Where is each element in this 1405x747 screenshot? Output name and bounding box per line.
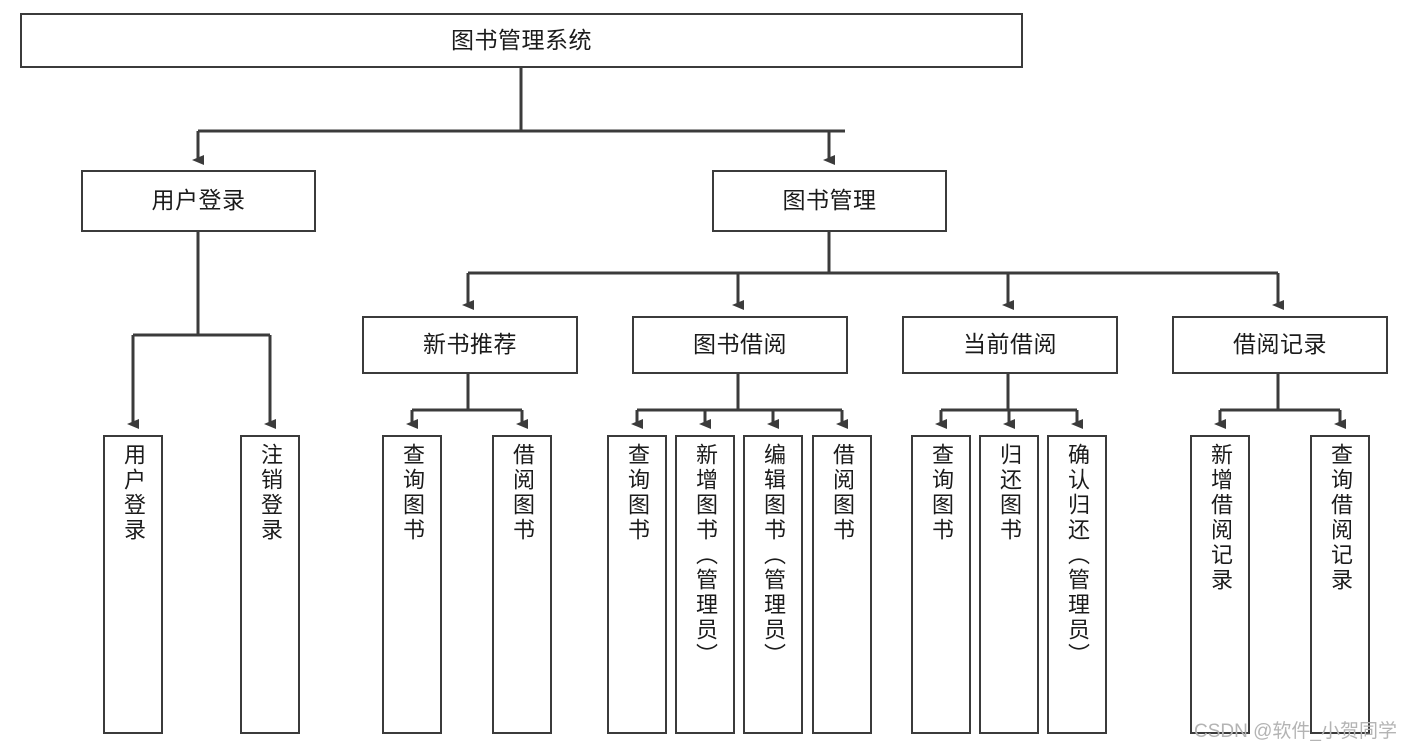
node-label: 新增图书（管理员） (693, 443, 718, 668)
node-user-login[interactable]: 用户登录 (81, 170, 316, 232)
node-current-borrow[interactable]: 当前借阅 (902, 316, 1118, 374)
node-label: 借阅图书 (830, 443, 855, 543)
leaf-record-add-record[interactable]: 新增借阅记录 (1190, 435, 1250, 734)
node-book-borrow[interactable]: 图书借阅 (632, 316, 848, 374)
leaf-recommend-query-book[interactable]: 查询图书 (382, 435, 442, 734)
node-label: 图书管理 (782, 187, 877, 214)
leaf-borrow-add-book-admin[interactable]: 新增图书（管理员） (675, 435, 735, 734)
node-label: 当前借阅 (963, 331, 1057, 358)
node-label: 查询借阅记录 (1328, 443, 1353, 593)
node-label: 编辑图书（管理员） (761, 443, 786, 668)
csdn-watermark: CSDN @软件_小贺同学 (1194, 721, 1397, 742)
node-label: 借阅图书 (510, 443, 535, 543)
node-label: 注销登录 (258, 443, 283, 543)
leaf-current-confirm-return-admin[interactable]: 确认归还（管理员） (1047, 435, 1107, 734)
leaf-user-login-signout[interactable]: 注销登录 (240, 435, 300, 734)
node-label: 图书借阅 (693, 331, 787, 358)
leaf-borrow-edit-book-admin[interactable]: 编辑图书（管理员） (743, 435, 803, 734)
node-label: 图书管理系统 (451, 26, 592, 53)
leaf-recommend-borrow-book[interactable]: 借阅图书 (492, 435, 552, 734)
node-label: 新书推荐 (423, 331, 517, 358)
node-label: 用户登录 (151, 187, 246, 214)
node-label: 查询图书 (400, 443, 425, 543)
node-label: 借阅记录 (1233, 331, 1327, 358)
leaf-borrow-borrow-book[interactable]: 借阅图书 (812, 435, 872, 734)
leaf-record-query-record[interactable]: 查询借阅记录 (1310, 435, 1370, 734)
node-new-book-recommend[interactable]: 新书推荐 (362, 316, 578, 374)
leaf-current-return-book[interactable]: 归还图书 (979, 435, 1039, 734)
node-root-system[interactable]: 图书管理系统 (20, 13, 1023, 68)
node-label: 查询图书 (929, 443, 954, 543)
node-label: 新增借阅记录 (1208, 443, 1233, 593)
leaf-current-query-book[interactable]: 查询图书 (911, 435, 971, 734)
node-label: 归还图书 (997, 443, 1022, 543)
node-book-management[interactable]: 图书管理 (712, 170, 947, 232)
leaf-borrow-query-book[interactable]: 查询图书 (607, 435, 667, 734)
leaf-user-login-signin[interactable]: 用户登录 (103, 435, 163, 734)
node-label: 用户登录 (121, 443, 146, 543)
node-borrow-record[interactable]: 借阅记录 (1172, 316, 1388, 374)
node-label: 查询图书 (625, 443, 650, 543)
node-label: 确认归还（管理员） (1065, 443, 1090, 668)
